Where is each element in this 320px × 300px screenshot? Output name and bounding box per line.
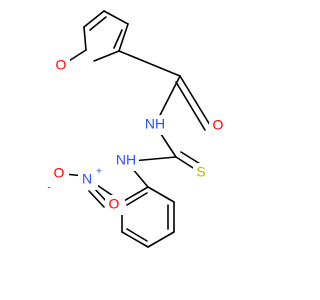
thioamide-nh-label: NH: [116, 152, 136, 168]
nitro-top-oxygen-charge: -: [47, 183, 50, 194]
bond-layer: [60, 10, 211, 248]
benzene-c6-c1-bond: [147, 186, 175, 203]
nitro-n-right-o-double-bond: [88, 190, 105, 208]
furan-c3-c4-double-bond: [89, 16, 107, 31]
carbonyl-oxygen-label: O: [213, 117, 224, 133]
carbonyl-c-o-bond: [179, 75, 211, 126]
furan-c3-c4-bond: [83, 10, 105, 28]
chemical-structure-diagram: O NH O NH S N + O - O: [47, 10, 227, 248]
benzene-c4-c5-bond: [147, 231, 175, 248]
furan-oxygen-label-bg: [52, 56, 70, 76]
nitro-nitrogen-charge: +: [96, 167, 102, 178]
nitro-nitrogen-label-bg: [78, 168, 98, 190]
furan-c1-o-bond: [93, 50, 120, 62]
carbonyl-c-o-double-bond: [175, 81, 206, 131]
thione-sulfur-label-bg: [193, 163, 210, 183]
benzene-c1-c2-bond: [121, 186, 149, 203]
thiocarbonyl-nh-bond: [131, 156, 177, 162]
carbonyl-c1-bond: [118, 50, 181, 77]
furan-c4-c5-bond: [103, 10, 129, 25]
thioamide-nh-label-bg: [114, 151, 139, 171]
carbonyl-oxygen-label-bg: [209, 116, 227, 136]
benzene-c3-c4-double-bond: [126, 228, 148, 242]
benzene-c3-c4-bond: [121, 231, 149, 248]
nitro-top-oxygen-label-bg: [49, 163, 69, 185]
amide-nh-label-bg: [143, 115, 168, 135]
amide-nh-label: NH: [145, 116, 165, 132]
furan-oxygen-label: O: [56, 57, 67, 73]
nitro-nitrogen-label: N: [82, 171, 92, 187]
benzene-c1-c2-double-bond: [126, 192, 148, 206]
nitro-right-oxygen-label-bg: [105, 195, 125, 215]
furan-c5-c1-bond: [118, 23, 129, 52]
nitro-right-oxygen-label: O: [109, 196, 120, 212]
thione-sulfur-label: S: [196, 164, 205, 180]
atom-label-layer: O NH O NH S N + O - O: [47, 56, 227, 215]
furan-c2-c3-bond: [83, 26, 87, 51]
nitro-top-oxygen-label: O: [54, 165, 65, 181]
furan-c5-c1-double-bond: [113, 29, 123, 49]
